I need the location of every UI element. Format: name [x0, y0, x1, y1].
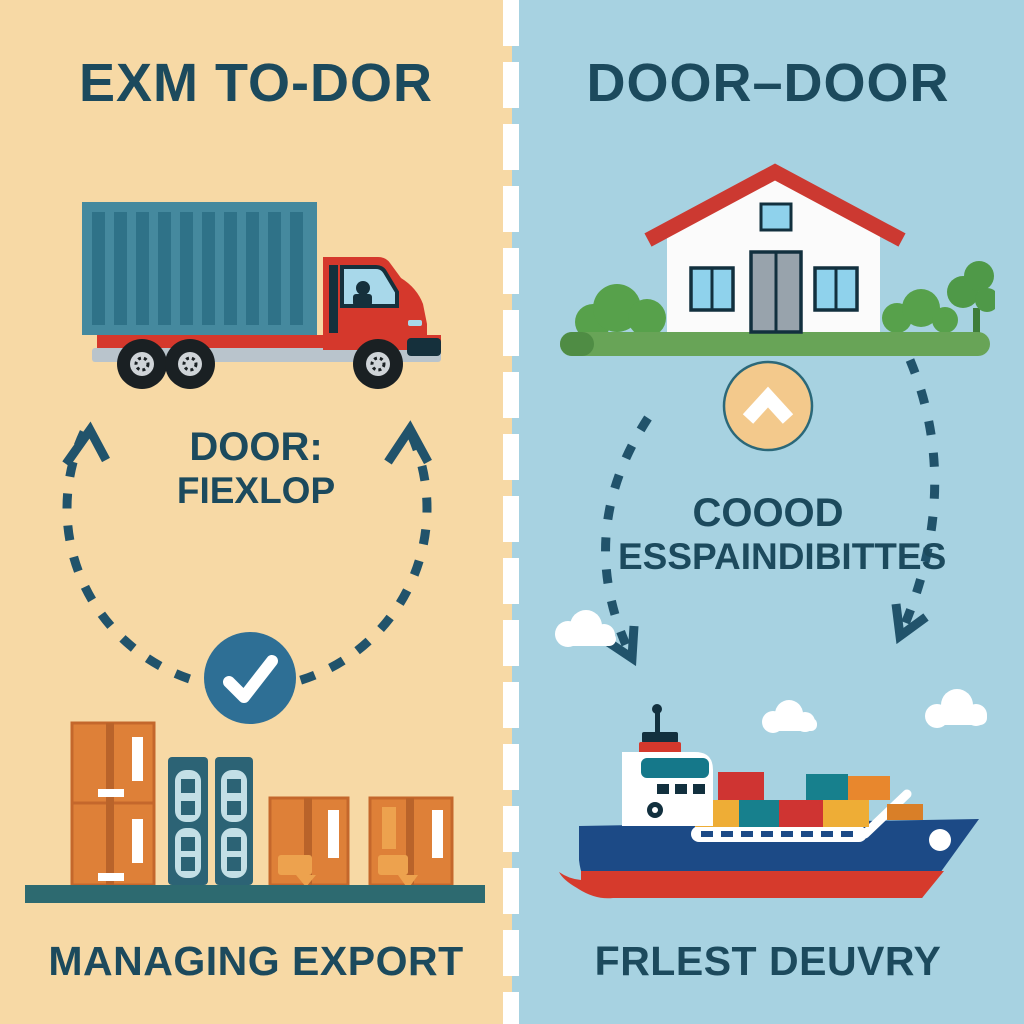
left-panel: EXM TO-DOR: [0, 0, 512, 1024]
right-panel: DOOR–DOOR: [512, 0, 1024, 1024]
ground-strip: [560, 332, 990, 356]
right-title: DOOR–DOOR: [586, 53, 950, 113]
headlight: [408, 320, 422, 326]
truck-illustration: [82, 202, 441, 389]
left-center-label: DOOR: FIEXLOP: [176, 425, 336, 511]
export-crates-illustration: [25, 721, 485, 903]
ship-hull: [559, 819, 979, 899]
tree: [947, 261, 995, 336]
roof: [644, 163, 906, 247]
truck-container-box: [82, 202, 317, 335]
arrowhead-down-left: [602, 625, 639, 667]
cloud-icon: [555, 610, 616, 647]
bridge-window-band: [641, 758, 709, 778]
driver-silhouette: [356, 281, 370, 295]
chevron-up-icon: [722, 360, 814, 452]
funnel: [639, 742, 681, 754]
deck-band: [691, 789, 912, 842]
checkmark-icon: [204, 632, 296, 724]
stacked-crates: [70, 721, 156, 887]
truck-cab: [323, 257, 441, 356]
left-title: EXM TO-DOR: [78, 53, 433, 113]
arrowhead-right: [384, 420, 432, 465]
cloud-icon: [925, 689, 987, 728]
right-caption: FRLEST DEUVRY: [594, 938, 942, 984]
teal-container-doors: [168, 757, 253, 885]
right-center-label: COOOD ESSPAINDIBITTES: [618, 491, 947, 577]
house-illustration: [560, 163, 995, 356]
single-crate: [368, 796, 454, 889]
single-crate: [268, 796, 350, 887]
cargo-containers: [695, 772, 923, 827]
cloud-icon: [762, 700, 817, 733]
porthole: [929, 829, 951, 851]
bushes: [575, 284, 958, 340]
bumper: [407, 338, 441, 356]
ship-bridge: [622, 704, 713, 826]
left-caption: MANAGING EXPORT: [48, 938, 464, 984]
mast: [655, 712, 660, 734]
house: [644, 163, 906, 334]
arrowhead-down-right: [891, 603, 929, 645]
arrowhead-left: [62, 421, 110, 467]
attic-window: [759, 202, 793, 232]
dashed-divider: [503, 0, 519, 1024]
truck-wheels: [117, 339, 403, 389]
ship-illustration: [559, 689, 987, 899]
shelf-bar: [25, 885, 485, 903]
dashed-down-arrows-icon: [601, 358, 940, 667]
